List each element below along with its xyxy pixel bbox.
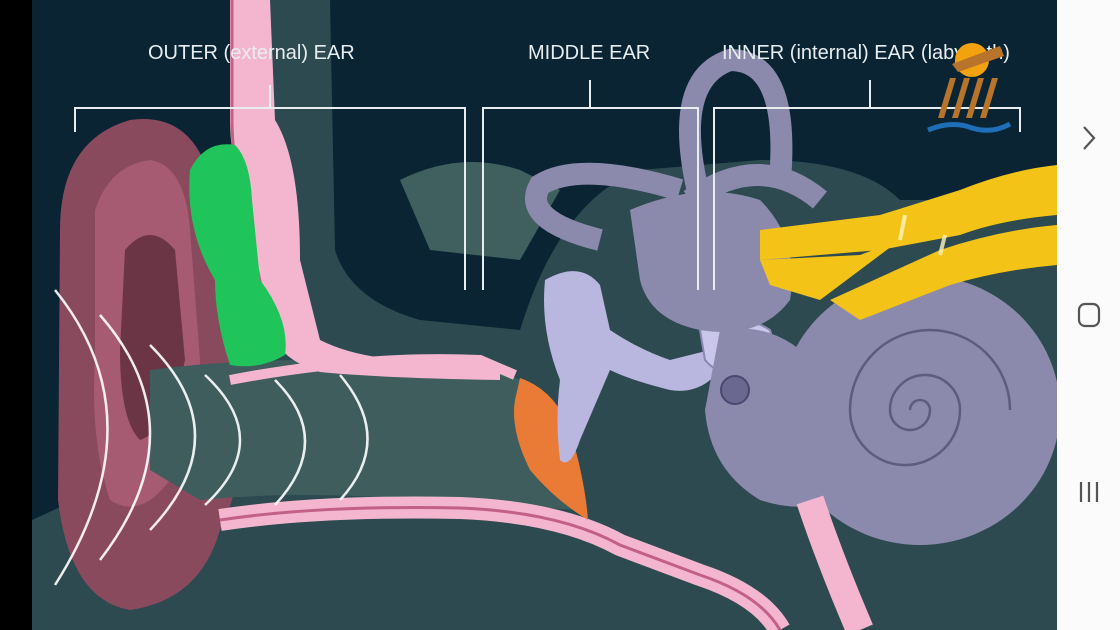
ceruminous-gland — [189, 144, 286, 367]
home-button[interactable] — [1057, 285, 1120, 345]
nerve-highlights — [898, 214, 947, 256]
auditory-nerve — [760, 165, 1057, 320]
outer-ear-label: OUTER (external) EAR — [148, 42, 355, 64]
ear-canal-lining-bottom-edge — [219, 506, 782, 630]
semicircular-canals — [525, 48, 828, 251]
channel-logo-icon — [927, 43, 1012, 133]
skin-column — [230, 0, 500, 380]
ear-anatomy-diagram — [32, 0, 1057, 630]
recent-apps-icon — [1079, 482, 1098, 502]
upper-tissue — [400, 162, 560, 260]
round-window — [720, 375, 750, 405]
forward-button[interactable] — [1057, 108, 1120, 168]
chevron-right-icon — [1082, 126, 1095, 150]
ear-canal — [150, 360, 580, 510]
video-player[interactable]: OUTER (external) EAR MIDDLE EAR INNER (i… — [0, 0, 1057, 630]
inner-ear-label: INNER (internal) EAR (labyrinth) — [722, 42, 1010, 64]
middle-ear-label: MIDDLE EAR — [528, 42, 651, 64]
section-brackets — [74, 80, 1021, 290]
cochlea-body — [705, 328, 860, 507]
lower-vessel — [796, 495, 873, 630]
recent-apps-button[interactable] — [1057, 462, 1120, 522]
eardrum — [514, 378, 588, 520]
vestibule — [630, 192, 792, 332]
sound-waves — [53, 289, 369, 586]
system-navigation-bar — [1057, 0, 1120, 630]
home-icon — [1077, 302, 1100, 328]
ossicles — [544, 271, 720, 463]
cochlea-spiral — [848, 328, 1012, 467]
